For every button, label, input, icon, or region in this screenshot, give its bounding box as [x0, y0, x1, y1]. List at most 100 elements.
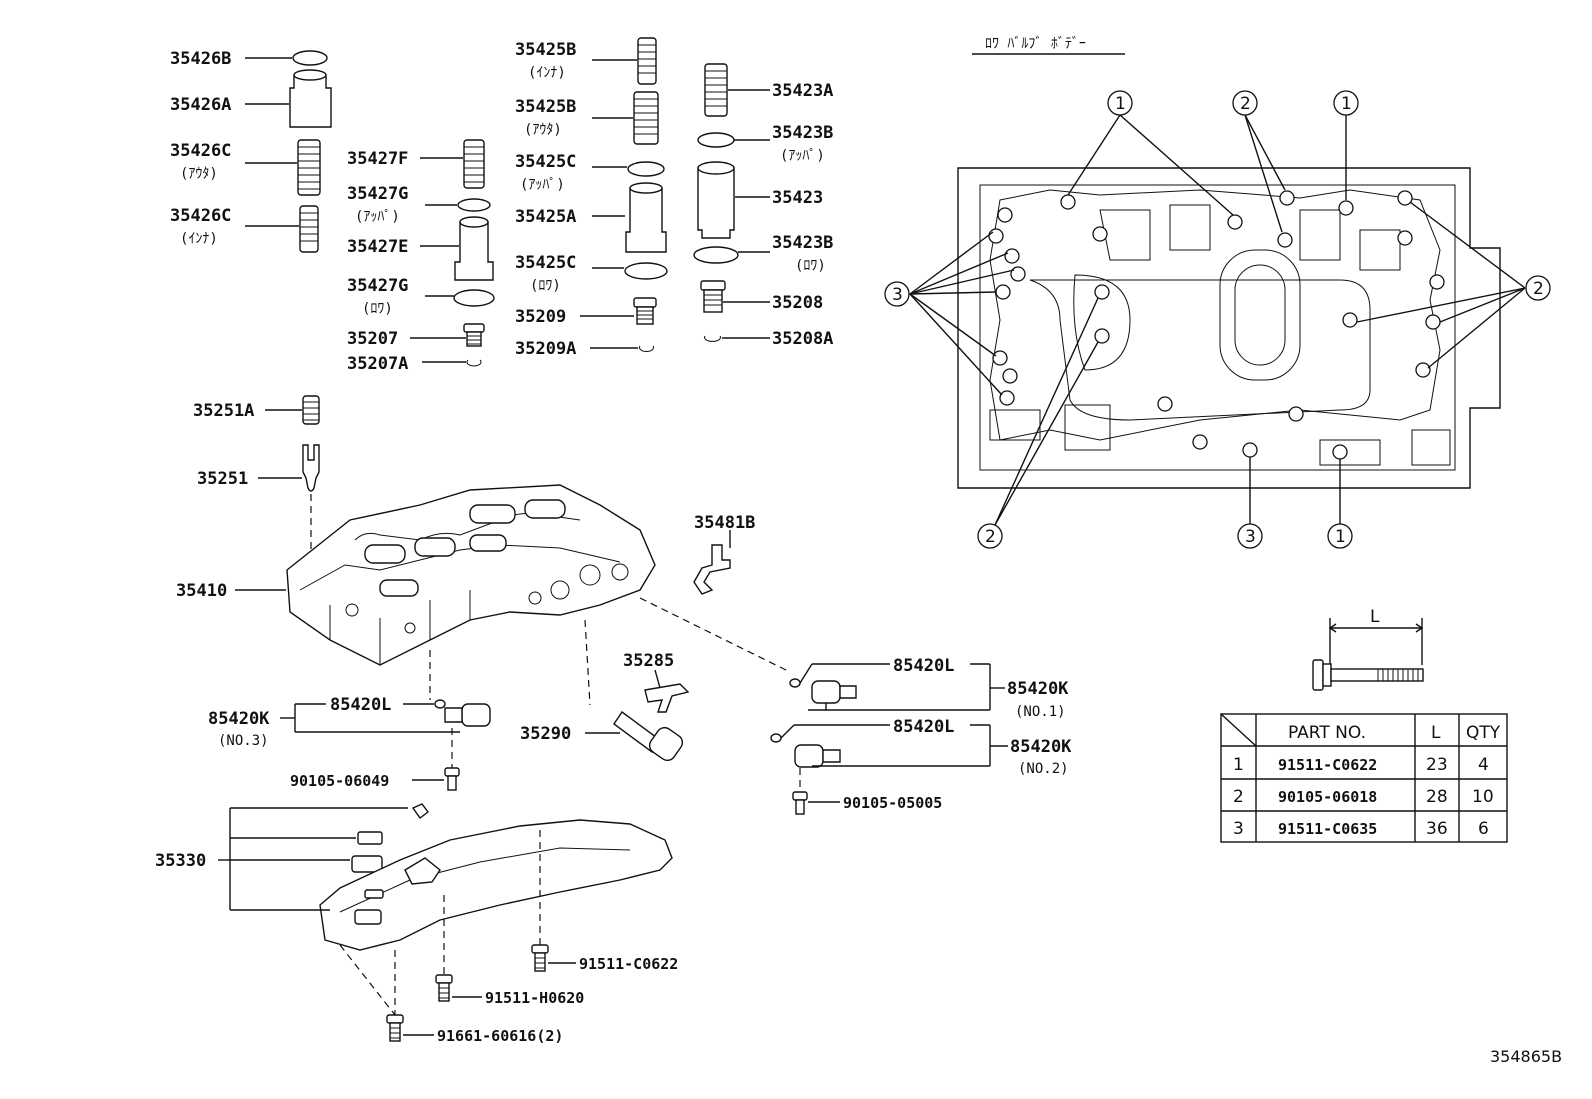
- label-35427E: 35427E: [347, 237, 408, 257]
- callout-1-b: 1: [1333, 90, 1359, 116]
- bolt-91511-C0622: [531, 944, 549, 972]
- svg-text:10: 10: [1472, 787, 1494, 807]
- label-35423: 35423: [772, 188, 823, 208]
- svg-text:1: 1: [1335, 527, 1346, 547]
- spring-35426C-outer: [297, 139, 321, 196]
- table-row: 2 90105-06018 28 10: [1233, 787, 1494, 807]
- label-91511-H0620: 91511-H0620: [485, 989, 584, 1007]
- svg-text:36: 36: [1426, 819, 1448, 839]
- table-header-part-no: PART NO.: [1288, 723, 1366, 743]
- table-row: 3 91511-C0635 36 6: [1233, 819, 1489, 839]
- label-35426C-inner-sub: (ｲﾝﾅ): [180, 231, 218, 247]
- label-35423B-lower-sub: (ﾛﾜ): [795, 258, 826, 274]
- label-35425C-upper-sub: (ｱｯﾊﾟ): [520, 177, 565, 193]
- svg-text:90105-06018: 90105-06018: [1278, 788, 1377, 806]
- label-85420K-no3: 85420K: [208, 709, 270, 729]
- callout-leaders: [909, 114, 1526, 526]
- svg-text:23: 23: [1426, 755, 1448, 775]
- callout-2-c: 2: [977, 523, 1003, 549]
- label-35426B: 35426B: [170, 49, 231, 69]
- label-35410: 35410: [176, 581, 227, 601]
- label-35425A: 35425A: [515, 207, 576, 227]
- label-35426C-outer-sub: (ｱｳﾀ): [180, 166, 218, 182]
- bracket-35481B: 35481B: [693, 513, 755, 595]
- label-35426A: 35426A: [170, 95, 231, 115]
- spring-35426C-inner: [299, 205, 319, 253]
- table-header-l: L: [1431, 723, 1441, 743]
- label-35426C-inner: 35426C: [170, 206, 231, 226]
- svg-text:2: 2: [1233, 787, 1244, 807]
- label-35423B-lower: 35423B: [772, 233, 833, 253]
- label-35427G-lower: 35427G: [347, 276, 408, 296]
- svg-text:91511-C0635: 91511-C0635: [1278, 820, 1377, 838]
- svg-text:2: 2: [1240, 94, 1251, 114]
- label-35481B: 35481B: [694, 513, 755, 533]
- label-35285: 35285: [623, 651, 674, 671]
- bolt-91661-60616: [386, 1014, 404, 1042]
- svg-text:91511-C0622: 91511-C0622: [1278, 756, 1377, 774]
- spring-35427F: [463, 139, 485, 189]
- label-35290: 35290: [520, 724, 571, 744]
- svg-text:2: 2: [1533, 279, 1544, 299]
- label-35423A: 35423A: [772, 81, 833, 101]
- label-35423B-upper: 35423B: [772, 123, 833, 143]
- label-35209: 35209: [515, 307, 566, 327]
- label-35427F: 35427F: [347, 149, 408, 169]
- label-85420L-a: 85420L: [893, 656, 954, 676]
- plug-35209: [633, 297, 657, 325]
- group-35423: 35423A 35423B (ｱｯﾊﾟ) 35423 35423B (ﾛﾜ) 3…: [693, 63, 833, 349]
- callout-3-b: 3: [1237, 523, 1263, 549]
- svg-text:1: 1: [1341, 94, 1352, 114]
- bolt-90105-06049: [444, 767, 460, 791]
- label-35427G-lower-sub: (ﾛﾜ): [362, 301, 393, 317]
- plug-35207: [463, 323, 485, 347]
- spring-35425B-outer: [633, 91, 659, 145]
- valve-body-35410: 35410: [176, 484, 791, 706]
- label-35425C-lower: 35425C: [515, 253, 576, 273]
- lower-valve-body-view: ﾛﾜ ﾊﾞﾙﾌﾞ ﾎﾞﾃﾞｰ: [884, 36, 1551, 549]
- plug-35208: [700, 280, 726, 313]
- label-85420L-c: 85420L: [330, 695, 391, 715]
- label-85420K-no2-sub: (NO.2): [1018, 761, 1069, 777]
- svg-text:1: 1: [1233, 755, 1244, 775]
- label-85420K-no1-sub: (NO.1): [1015, 704, 1066, 720]
- svg-text:3: 3: [1245, 527, 1256, 547]
- callout-2-b: 2: [1525, 275, 1551, 301]
- label-35425C-upper: 35425C: [515, 152, 576, 172]
- callout-2-a: 2: [1232, 90, 1258, 116]
- strainer-bolts: 91511-C0622 91511-H0620 91661-60616(2): [386, 944, 678, 1045]
- view-title: ﾛﾜ ﾊﾞﾙﾌﾞ ﾎﾞﾃﾞｰ: [985, 36, 1086, 52]
- label-91511-C0622: 91511-C0622: [579, 955, 678, 973]
- svg-text:3: 3: [892, 285, 903, 305]
- label-35209A: 35209A: [515, 339, 576, 359]
- label-85420L-b: 85420L: [893, 717, 954, 737]
- callout-1-c: 1: [1327, 523, 1353, 549]
- group-35426: 35426B 35426A 35426C (ｱｳﾀ) 35426C (ｲﾝﾅ): [170, 49, 332, 253]
- bolt-length-illustration: L: [1312, 607, 1424, 691]
- label-35207A: 35207A: [347, 354, 408, 374]
- callout-1-a: 1: [1107, 90, 1133, 116]
- svg-text:28: 28: [1426, 787, 1448, 807]
- spring-35251A: [302, 395, 320, 425]
- bolt-91511-H0620: [435, 974, 453, 1002]
- label-85420K-no1: 85420K: [1007, 679, 1069, 699]
- table-row: 1 91511-C0622 23 4: [1233, 755, 1489, 775]
- label-35425B-inner: 35425B: [515, 40, 576, 60]
- svg-text:2: 2: [985, 527, 996, 547]
- callout-3-a: 3: [884, 281, 910, 307]
- label-35425C-lower-sub: (ﾛﾜ): [530, 278, 561, 294]
- figure-code: 354865B: [1490, 1047, 1562, 1066]
- label-90105-06049: 90105-06049: [290, 772, 389, 790]
- spring-35423A: [704, 63, 728, 117]
- group-35251: 35251A 35251: [193, 395, 320, 565]
- bolt-90105-05005: [792, 791, 808, 815]
- table-header-qty: QTY: [1466, 723, 1501, 743]
- label-85420K-no2: 85420K: [1010, 737, 1072, 757]
- label-35208A: 35208A: [772, 329, 833, 349]
- label-35426C-outer: 35426C: [170, 141, 231, 161]
- dimension-label-L: L: [1370, 607, 1380, 627]
- group-35425: 35425B (ｲﾝﾅ) 35425B (ｱｳﾀ) 35425C (ｱｯﾊﾟ) …: [515, 37, 668, 359]
- label-35425B-inner-sub: (ｲﾝﾅ): [528, 65, 566, 81]
- label-35423B-upper-sub: (ｱｯﾊﾟ): [780, 148, 825, 164]
- group-35427: 35427F 35427G (ｱｯﾊﾟ) 35427E 35427G (ﾛﾜ) …: [347, 139, 495, 374]
